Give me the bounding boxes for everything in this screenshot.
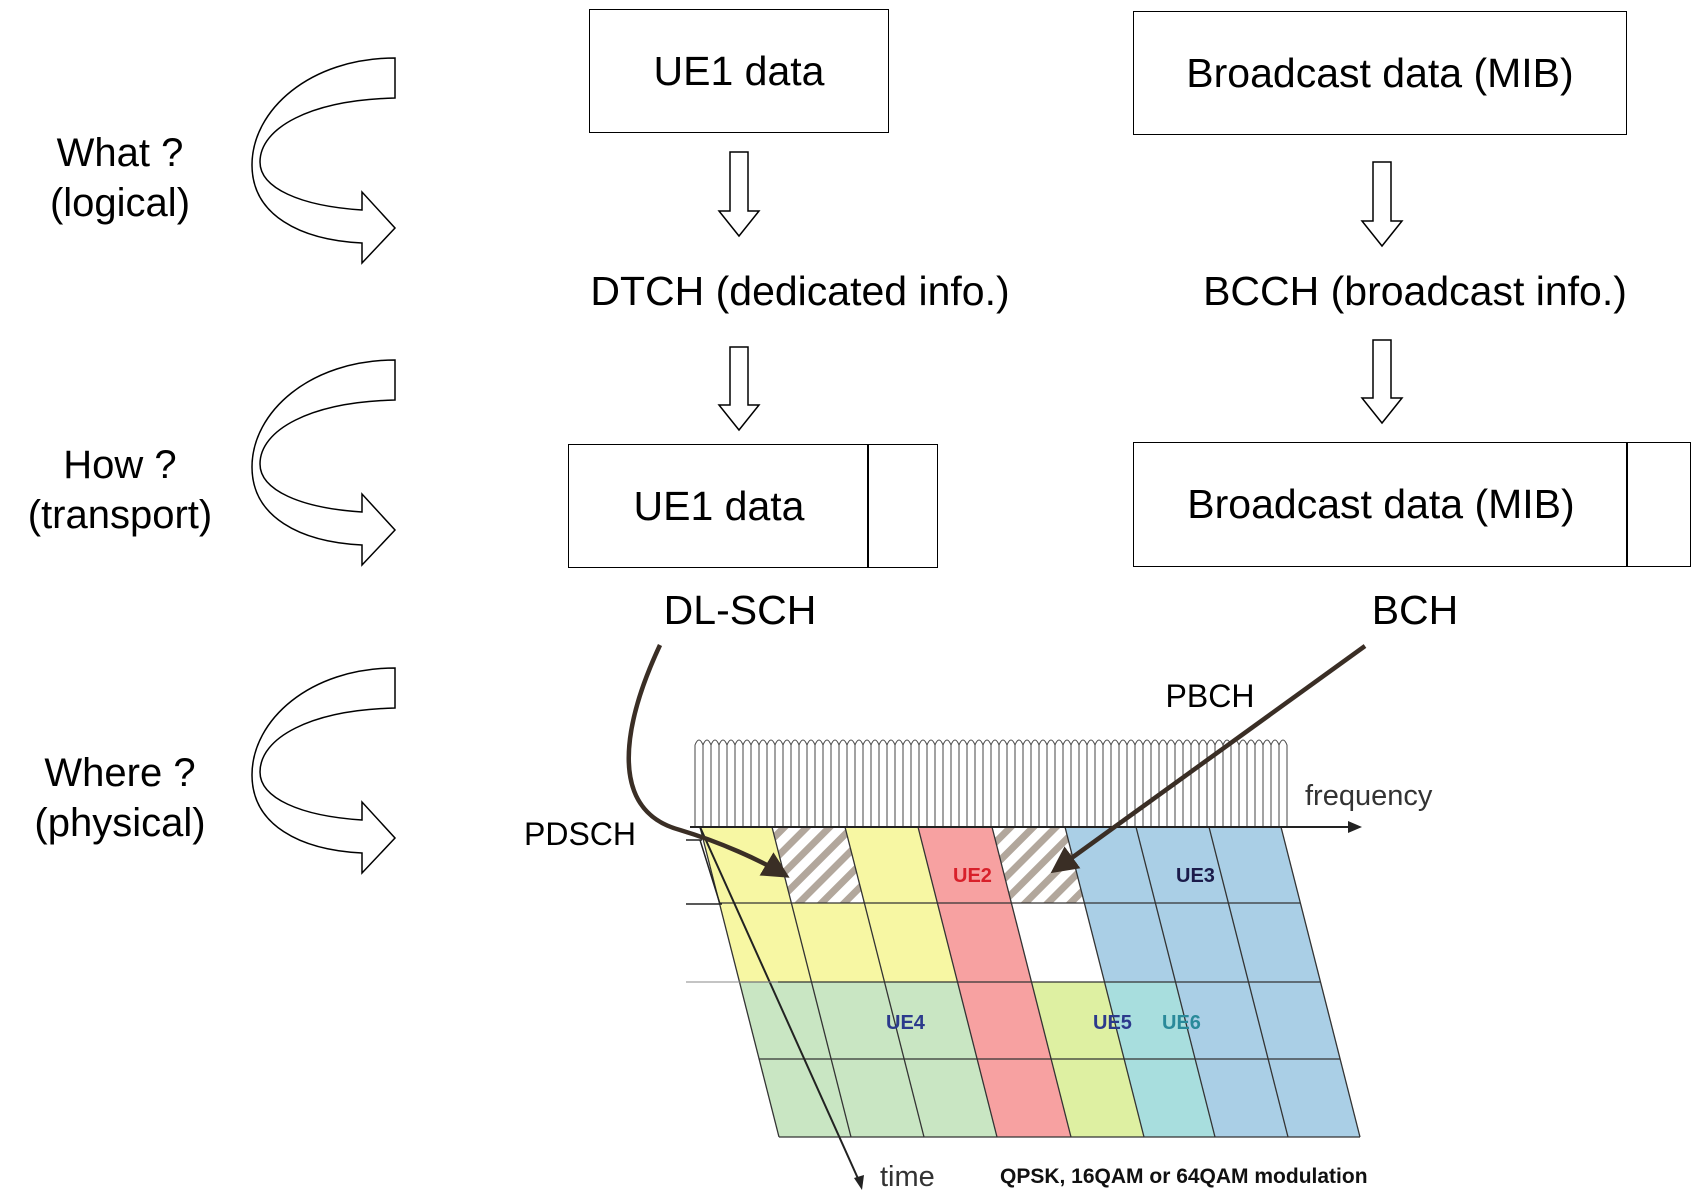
resource-grid	[699, 826, 1361, 1138]
ue2-label: UE2	[953, 865, 992, 887]
ue1-logical-box: UE1 data	[589, 9, 889, 133]
down-arrow-icon	[1360, 161, 1404, 248]
frequency-axis-arrow-icon	[1348, 821, 1362, 833]
pdsch-label: PDSCH	[523, 816, 636, 852]
mib-transport-box: Broadcast data (MIB)	[1133, 442, 1691, 567]
ue1-transport-box-header	[867, 445, 869, 567]
mib-logical-box-label: Broadcast data (MIB)	[1186, 49, 1574, 96]
how-title: How ?	[63, 443, 177, 487]
pbch-hatch-cell-2	[992, 827, 1085, 903]
curved-arrow-icon	[251, 359, 397, 567]
mib-logical-box: Broadcast data (MIB)	[1133, 11, 1627, 135]
curved-arrows	[251, 57, 397, 875]
ue1-transport-box-label: UE1 data	[633, 482, 805, 529]
frequency-comb	[694, 739, 1288, 827]
time-axis-arrow-icon	[854, 1175, 864, 1190]
dl-sch-to-pdsch-arrow	[626, 644, 790, 878]
pbch-label: PBCH	[1165, 678, 1255, 714]
ue6-label: UE6	[1162, 1012, 1201, 1034]
where-question-label: Where ? (physical)	[0, 748, 240, 848]
empty-cell	[1011, 903, 1105, 982]
what-subtitle: (logical)	[49, 181, 191, 225]
bch-to-pbch-arrow	[1050, 644, 1367, 874]
down-arrow-icon	[717, 346, 761, 432]
down-arrow-icon	[717, 151, 761, 238]
how-question-label: How ? (transport)	[0, 440, 240, 540]
down-arrows	[717, 151, 1404, 432]
time-axis-label: time	[880, 1161, 935, 1191]
dl-sch-label: DL-SCH	[663, 587, 817, 633]
frequency-comb-line	[694, 739, 1288, 827]
curved-arrow-icon	[251, 57, 397, 265]
mib-transport-box-label: Broadcast data (MIB)	[1187, 481, 1575, 527]
ue3-label: UE3	[1176, 865, 1215, 887]
where-title: Where ?	[44, 751, 196, 795]
curved-arrow-icon	[251, 667, 397, 875]
mib-transport-box-header	[1626, 443, 1628, 566]
modulation-caption: QPSK, 16QAM or 64QAM modulation	[1000, 1165, 1368, 1188]
down-arrow-icon	[1360, 339, 1404, 425]
control-region-bracket	[699, 839, 721, 905]
pbch-hatch-cell-1	[772, 827, 865, 903]
ue4-label: UE4	[886, 1012, 926, 1034]
bch-label: BCH	[1371, 587, 1459, 633]
what-title: What ?	[56, 131, 184, 175]
bcch-label: BCCH (broadcast info.)	[1203, 268, 1627, 314]
ue1-transport-box: UE1 data	[568, 444, 938, 568]
where-subtitle: (physical)	[34, 801, 206, 845]
time-axis	[699, 826, 861, 1184]
ue1-logical-box-label: UE1 data	[653, 47, 825, 94]
how-subtitle: (transport)	[27, 493, 213, 537]
what-question-label: What ? (logical)	[0, 128, 240, 228]
frequency-axis-label: frequency	[1305, 780, 1433, 812]
dtch-label: DTCH (dedicated info.)	[590, 268, 1010, 314]
ue5-label: UE5	[1093, 1012, 1132, 1034]
